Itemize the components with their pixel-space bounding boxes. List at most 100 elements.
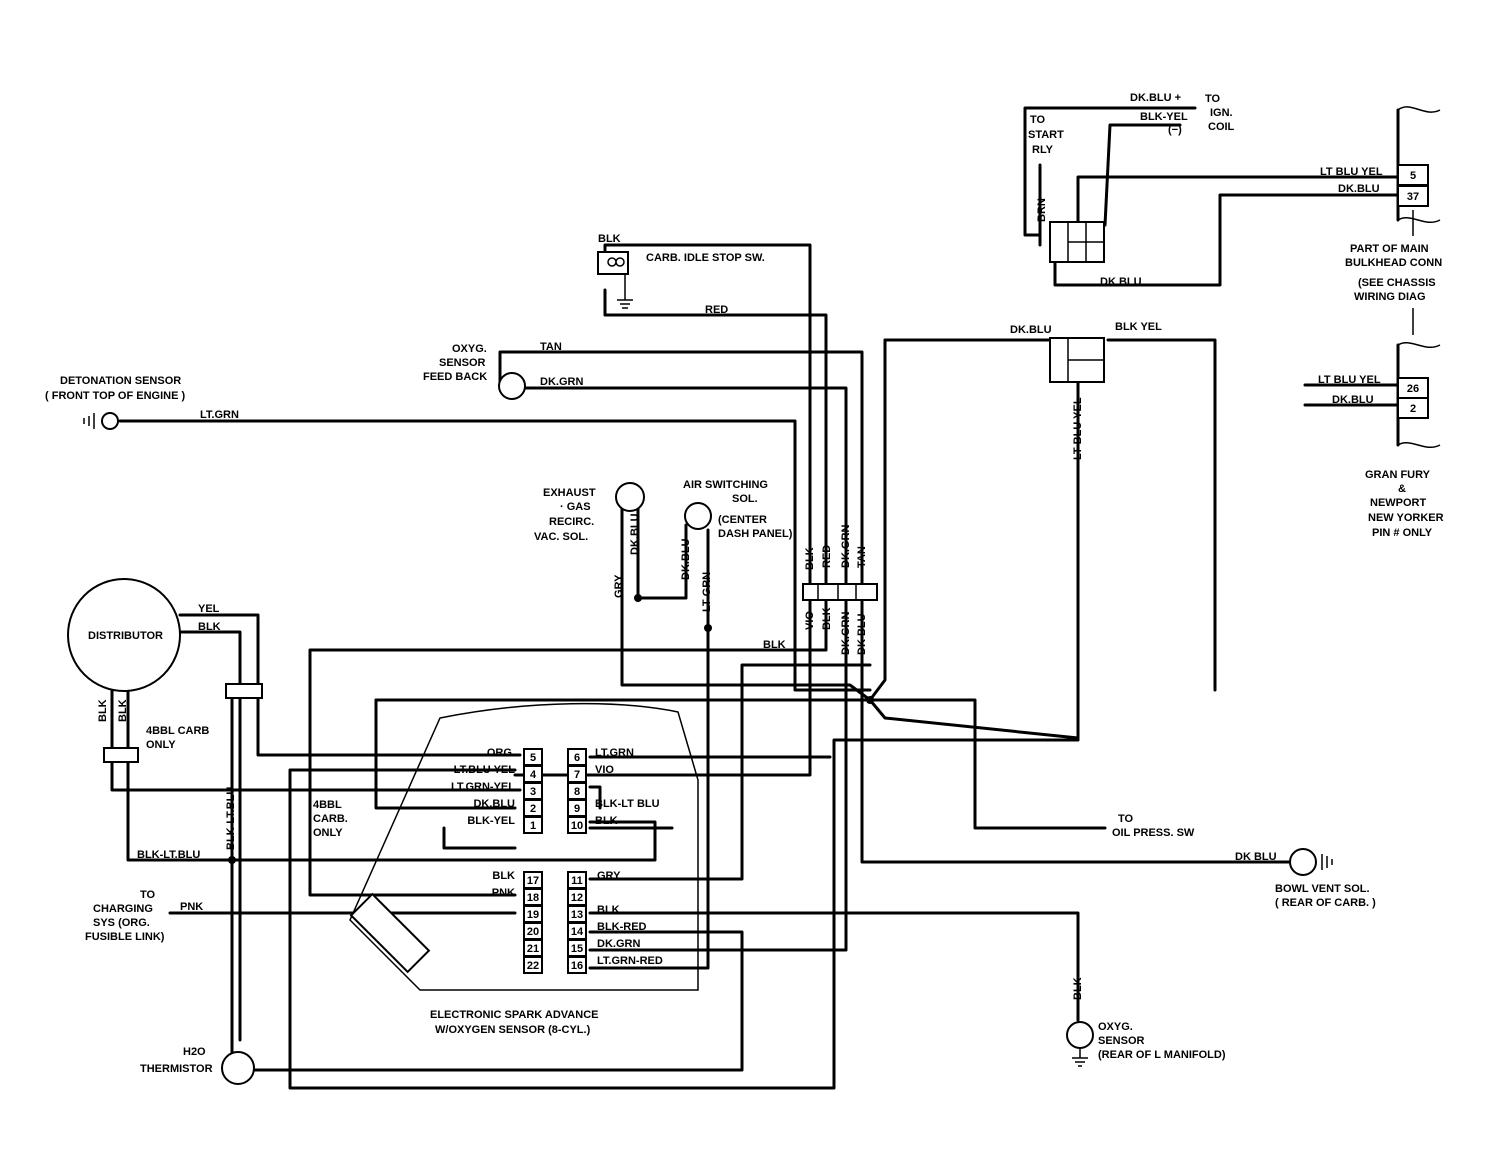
alt-pin-2: 2: [1410, 403, 1416, 415]
red-label: RED: [705, 304, 728, 316]
bulk-3: (SEE CHASSIS: [1358, 277, 1436, 289]
bowl-1: BOWL VENT SOL.: [1275, 883, 1370, 895]
to-start-1: TO: [1030, 114, 1046, 126]
wire-dkblu-egr: [636, 506, 688, 600]
bulk-2: BULKHEAD CONN: [1345, 257, 1442, 269]
pin-label-16: LT.GRN-RED: [597, 955, 663, 967]
pin-num-18: 18: [527, 892, 539, 904]
wire-dkblu-bowl: [860, 598, 1292, 864]
wire-blkyel-1: [442, 826, 517, 850]
egr-1: EXHAUST: [543, 487, 596, 499]
wire-oil: [868, 698, 1107, 830]
dkgrn-conn-v2: DK.GRN: [840, 612, 852, 655]
dk-blu-egr-v: DK.BLU: [629, 513, 641, 555]
wire-junction: [868, 338, 1080, 740]
dk-blu-plus: DK.BLU +: [1130, 92, 1181, 104]
wire-red-idle: [603, 288, 828, 587]
note-1: GRAN FURY: [1365, 469, 1431, 481]
dk-blu-bulk: DK.BLU: [1338, 183, 1380, 195]
pin-label-3: LT.GRN-YEL: [451, 781, 515, 793]
wire-lt-grn-air: [588, 528, 710, 970]
bulk-1: PART OF MAIN: [1350, 243, 1429, 255]
coil-connector: [1049, 221, 1105, 263]
bulkhead-pin-37: 37: [1407, 191, 1419, 203]
blk-lt-blu-label: BLK-LT.BLU: [137, 849, 200, 861]
oil-2: OIL PRESS. SW: [1112, 827, 1195, 839]
pin-num-21: 21: [527, 943, 539, 955]
pin-num-14: 14: [571, 926, 584, 938]
wire-blk-13: [588, 911, 1080, 1022]
dk-blu-mid: DK.BLU: [1010, 324, 1052, 336]
pin-num-2: 2: [530, 803, 536, 815]
wire-dkblu-2: [374, 698, 517, 810]
bowl-vent-ground-icon: [1321, 854, 1333, 870]
blk-lt-blu-v: BLK-LT.BLU: [225, 787, 237, 850]
dist-connector-2: [103, 747, 139, 763]
dkgrn-conn-v: DK.GRN: [840, 525, 852, 568]
dk-blu-bowl-label: DK BLU: [1235, 851, 1277, 863]
air-2: SOL.: [732, 493, 758, 505]
bulkhead-connector: [1396, 106, 1441, 223]
pin-label-18: PNK: [492, 887, 515, 899]
esa-module-outline: [349, 702, 699, 991]
ground-icon: [1072, 1048, 1088, 1067]
pin-box-16: [567, 956, 587, 974]
pin-num-15: 15: [571, 943, 583, 955]
pin-label-10: BLK: [595, 815, 618, 827]
4bbl2-2: CARB.: [313, 813, 348, 825]
dkblu-conn-v2: DK BLU: [856, 613, 868, 655]
wire-blk-lt-blu: [126, 683, 657, 862]
ign-3: COIL: [1208, 121, 1235, 133]
pnk-label: PNK: [180, 901, 203, 913]
junction-dots: [228, 384, 874, 864]
pin-box-22: [523, 956, 543, 974]
blk-yel-coil: BLK-YEL: [1140, 111, 1188, 123]
air-3: (CENTER: [718, 514, 767, 526]
4bbl2-3: ONLY: [313, 827, 343, 839]
oxyg-rear-circle: [1066, 1021, 1094, 1049]
pin-num-1: 1: [530, 820, 536, 832]
blk-oxyg-v: BLK: [1072, 977, 1084, 1000]
air-1: AIR SWITCHING: [683, 479, 768, 491]
wire-gry: [620, 506, 872, 702]
bowl-vent-circle: [1289, 848, 1317, 876]
blk-v1: BLK: [97, 699, 109, 722]
wire-dkgrn-15: [588, 598, 848, 952]
ign-2: IGN.: [1210, 107, 1233, 119]
pin-num-20: 20: [527, 926, 539, 938]
pin-num-17: 17: [527, 875, 539, 887]
pin-label-4: LT.BLU YEL: [454, 764, 516, 776]
dist-connector: [225, 683, 263, 699]
minus-label: (−): [1168, 124, 1182, 136]
oxyg-fb-2: SENSOR: [439, 357, 486, 369]
detonation-sensor-icon: [83, 412, 119, 430]
charging-2: CHARGING: [93, 903, 153, 915]
wire-tan: [498, 350, 864, 587]
pin-num-4: 4: [530, 769, 537, 781]
esa-1: ELECTRONIC SPARK ADVANCE: [430, 1009, 598, 1021]
detonation-label-2: ( FRONT TOP OF ENGINE ): [45, 390, 185, 402]
brn-v: BRN: [1036, 198, 1048, 222]
pin-num-12: 12: [571, 892, 583, 904]
alt-pin-26: 26: [1407, 383, 1419, 395]
pin-label-6: LT.GRN: [595, 747, 634, 759]
vio-conn-v: VIO: [804, 611, 816, 630]
gry-v: GRY: [613, 574, 625, 598]
pin-label-7: VIO: [595, 764, 614, 776]
dk-blu-alt: DK.BLU: [1332, 394, 1374, 406]
ltbluyel-v: LT BLU YEL: [1072, 397, 1084, 460]
egr-2: · GAS: [560, 501, 591, 513]
oxyg-rear-2: SENSOR: [1098, 1035, 1145, 1047]
pin-num-6: 6: [574, 752, 580, 764]
note-3: NEWPORT: [1370, 497, 1427, 509]
wire-dkblu-coil: [1023, 106, 1197, 237]
4bbl2-1: 4BBL: [313, 799, 342, 811]
wire-dkblu-37: [1053, 193, 1402, 287]
pin-label-13: BLK: [597, 904, 620, 916]
wire-dk-grn: [522, 386, 848, 587]
lt-blu-yel-alt: LT BLU YEL: [1318, 374, 1381, 386]
